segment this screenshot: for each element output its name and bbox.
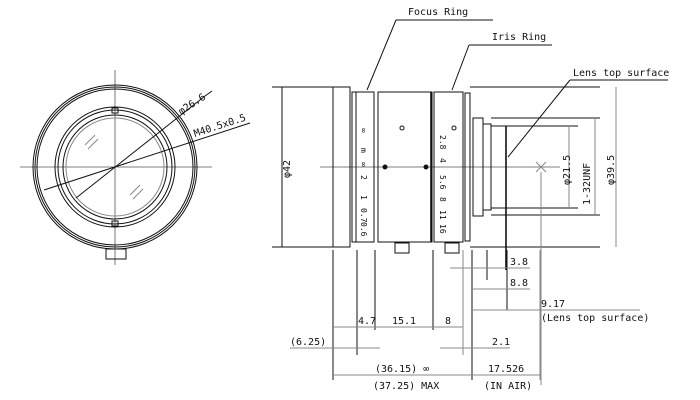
dim-8: 8 <box>445 316 451 327</box>
focus-scale-mark: ∞ <box>359 128 368 133</box>
bottom-dimensions: 3.8 8.8 9.17 (Lens top surface) 4.7 15.1… <box>290 250 649 392</box>
dim-front-inner-dia: φ26.6 <box>177 92 208 118</box>
dim-36-15: (36.15) ∞ <box>375 364 429 375</box>
dim-2-1: 2.1 <box>492 337 510 348</box>
iris-scale-mark: 5.6 <box>438 175 447 190</box>
iris-scale-mark: 16 <box>438 224 447 234</box>
dim-9-17: 9.17 <box>541 299 565 310</box>
dim-17-526: 17.526 <box>488 364 524 375</box>
dim-in-air: (IN AIR) <box>484 381 532 392</box>
dim-mount-thread: 1-32UNF <box>582 163 593 205</box>
focus-ring <box>351 91 375 243</box>
iris-scale: 2.8 4 5.6 8 11 16 <box>438 135 447 234</box>
iris-scale-mark: 4 <box>438 158 447 163</box>
iris-ring <box>433 91 464 243</box>
dim-37-25: (37.25) MAX <box>373 381 439 392</box>
front-view: φ26.6 M40.5x0.5 <box>20 70 251 265</box>
glass-hatch-icon <box>84 134 144 200</box>
focus-scale-mark: ∞ <box>359 162 368 167</box>
callout-lens-top-surface: Lens top surface <box>573 68 669 79</box>
iris-scale-mark: 8 <box>438 197 447 202</box>
focus-scale-mark: 0.6 <box>359 222 368 237</box>
iris-scale-mark: 11 <box>438 210 447 220</box>
dim-15-1: 15.1 <box>392 316 416 327</box>
focus-scale-mark: 2 <box>359 175 368 180</box>
dim-6-25: (6.25) <box>290 337 326 348</box>
dim-9-17-note: (Lens top surface) <box>541 313 649 324</box>
focus-scale-mark: 1 <box>359 195 368 200</box>
callout-iris-ring: Iris Ring <box>492 32 546 43</box>
callout-focus-ring: Focus Ring <box>408 7 468 18</box>
dim-4-7: 4.7 <box>358 316 376 327</box>
side-view: φ42 ∞ m ∞ 2 1 0.7 0 <box>272 86 617 385</box>
dim-mount-outer-dia: φ39.5 <box>606 155 617 185</box>
focus-scale: ∞ m ∞ 2 1 0.7 0.6 <box>359 128 368 237</box>
dim-3-8: 3.8 <box>510 257 528 268</box>
focus-scale-mark: m <box>359 148 368 153</box>
cross-mark-icon <box>535 161 547 385</box>
callouts: Focus Ring Iris Ring Lens top surface <box>366 7 669 158</box>
dim-mount-inner-dia: φ21.5 <box>562 155 573 185</box>
dim-8-8: 8.8 <box>510 278 528 289</box>
iris-scale-mark: 2.8 <box>438 135 447 150</box>
focus-scale-mark: 0.7 <box>359 208 368 223</box>
dim-outer-dia: φ42 <box>282 160 293 178</box>
